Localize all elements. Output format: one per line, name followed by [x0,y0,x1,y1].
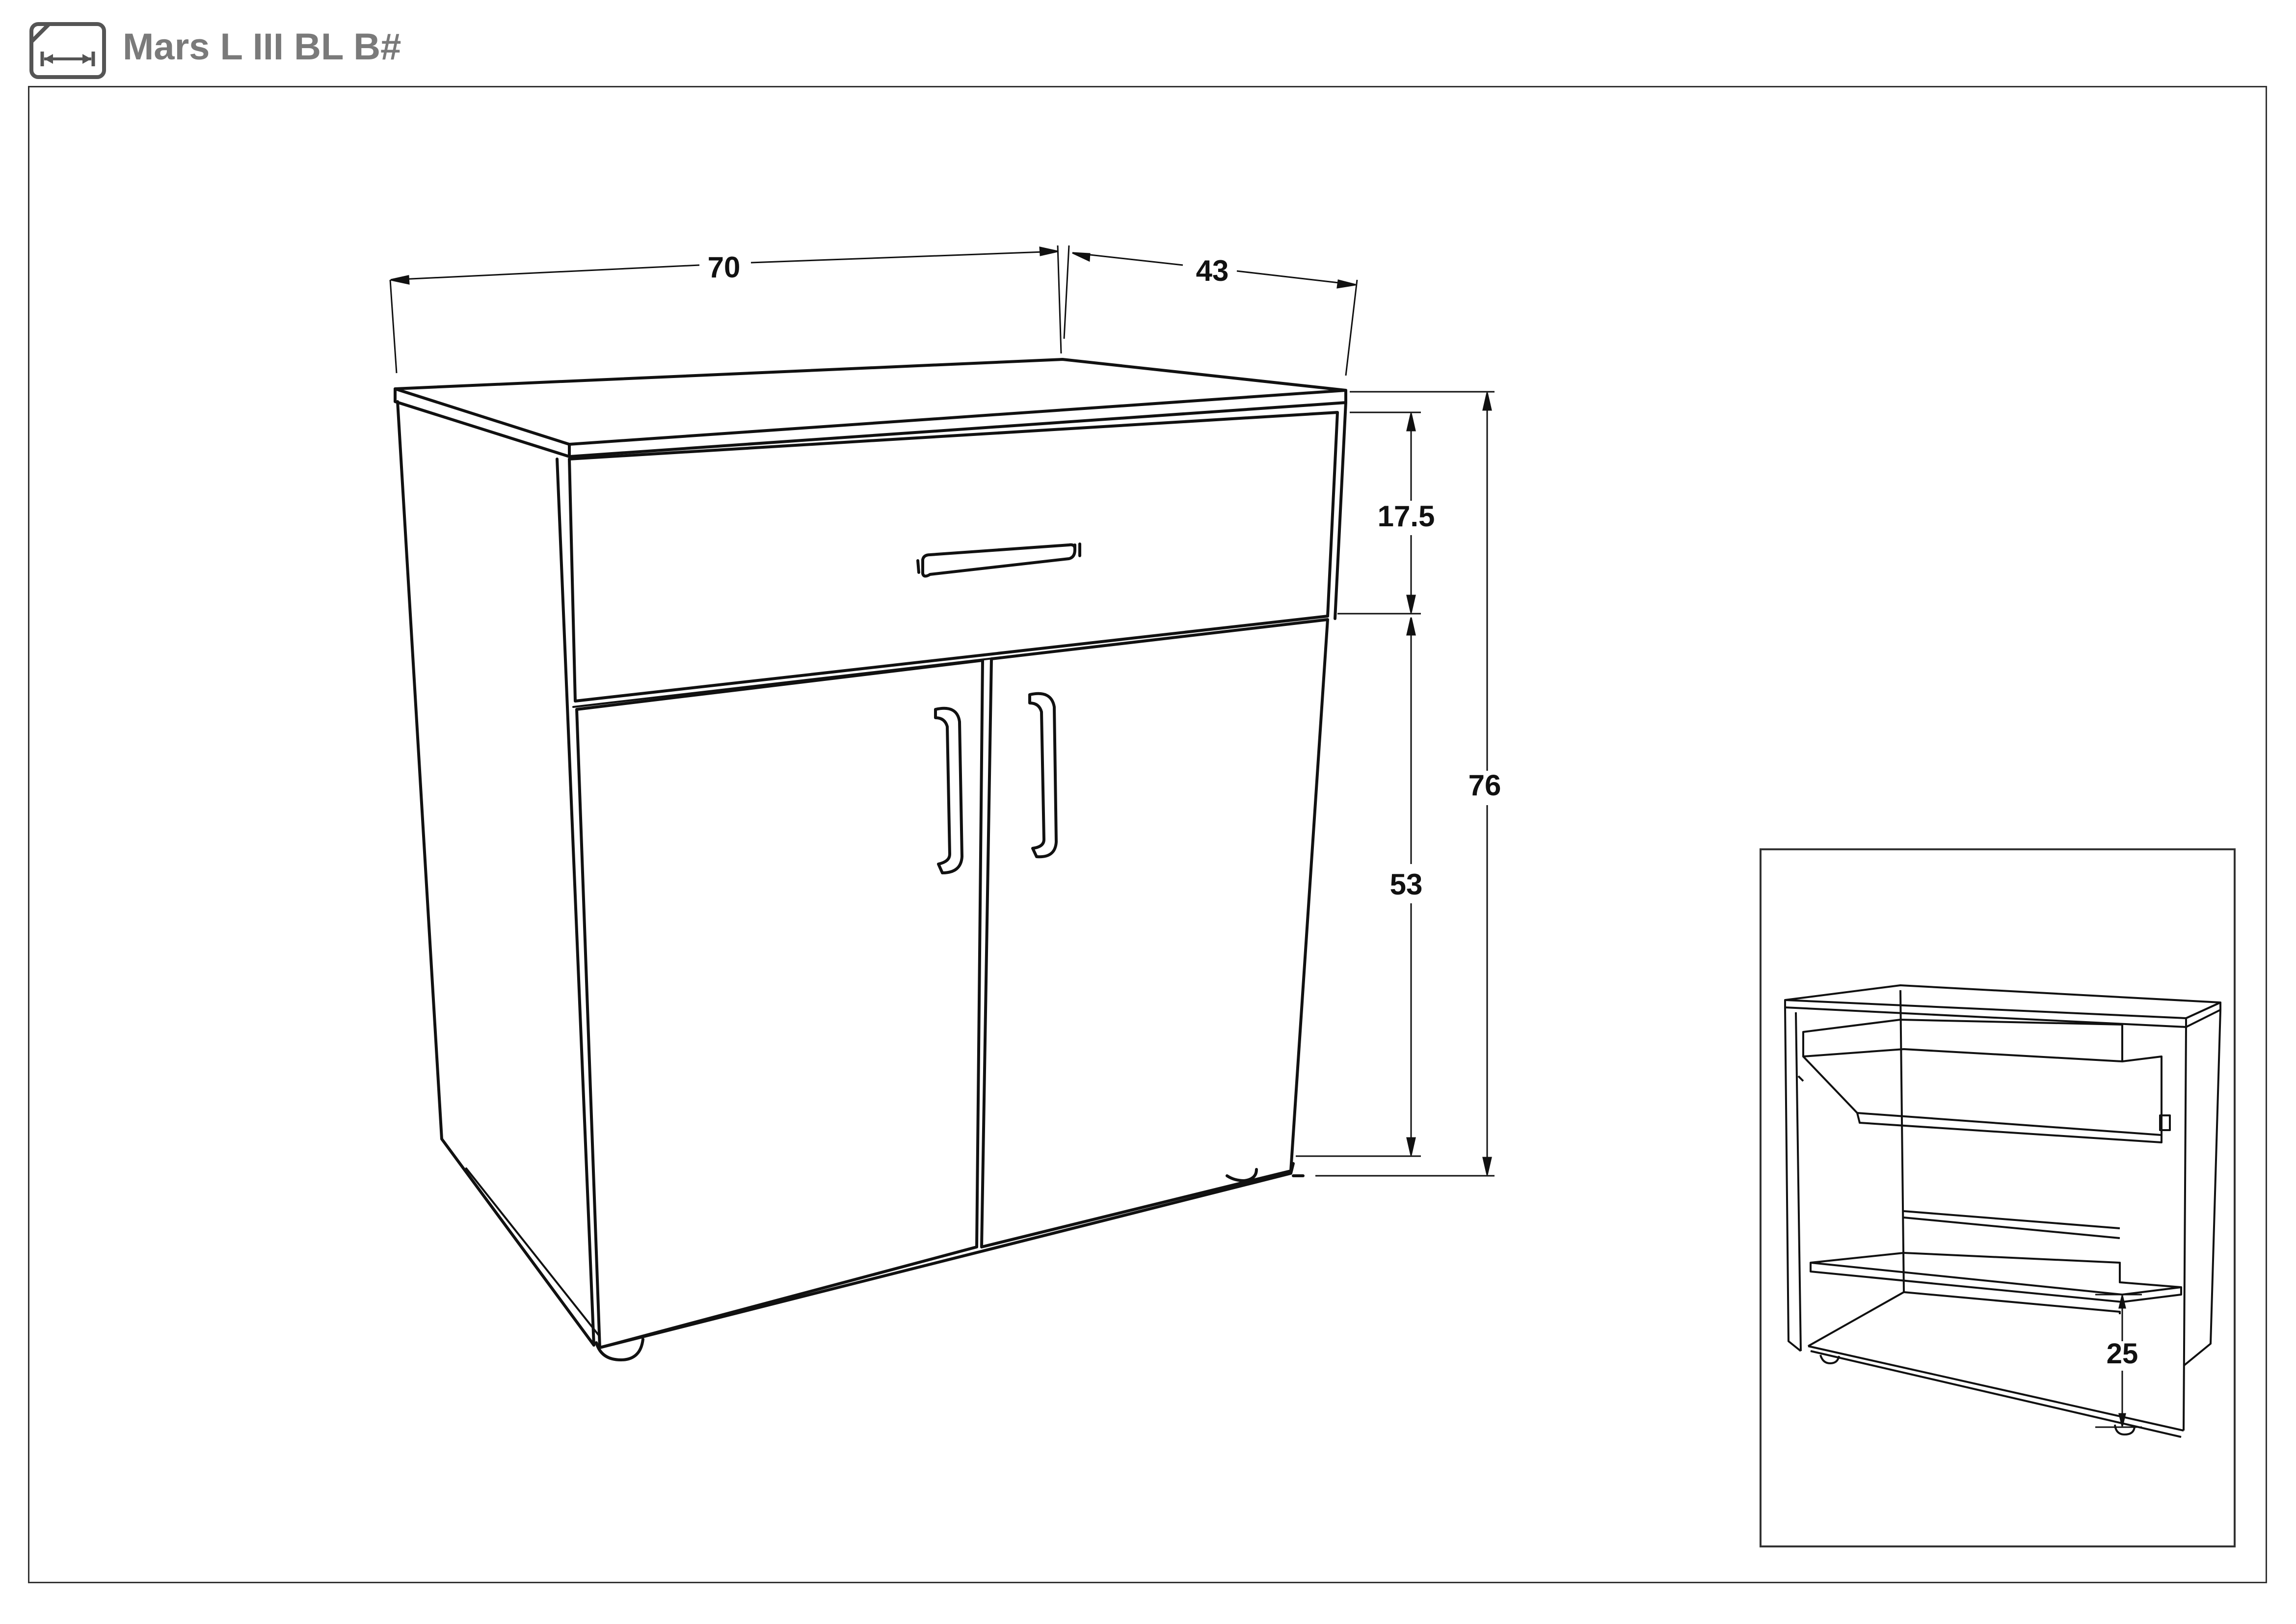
drawer-height-label: 17.5 [1378,500,1435,533]
dimension-icon [29,22,106,79]
inset-drawer [1802,1019,2123,1062]
cabinet-front-edge [556,458,595,1347]
interior-view-drawing: 25 [1784,984,2221,1438]
cabinet-top [394,358,1347,446]
drawer-front [568,411,1339,703]
inset-frame: 25 [1760,848,2236,1547]
door-right [980,618,1329,1248]
drawer-handle [921,543,1076,578]
cabinet-side [396,400,595,1347]
page-title: Mars L III BL B# [123,26,401,68]
foot-front [595,1338,644,1361]
door-right-handle [1028,692,1058,859]
drawing-frame [28,86,2267,1583]
shelf-height-label: 25 [2107,1338,2138,1370]
width-dimension-label: 70 [708,251,741,284]
door-height-label: 53 [1390,868,1423,901]
total-height-label: 76 [1468,769,1501,802]
depth-dimension-label: 43 [1196,254,1229,287]
door-left [575,659,984,1349]
inset-shelf [1810,1252,2182,1296]
door-left-handle [934,706,963,874]
foot-right [1226,1168,1258,1182]
